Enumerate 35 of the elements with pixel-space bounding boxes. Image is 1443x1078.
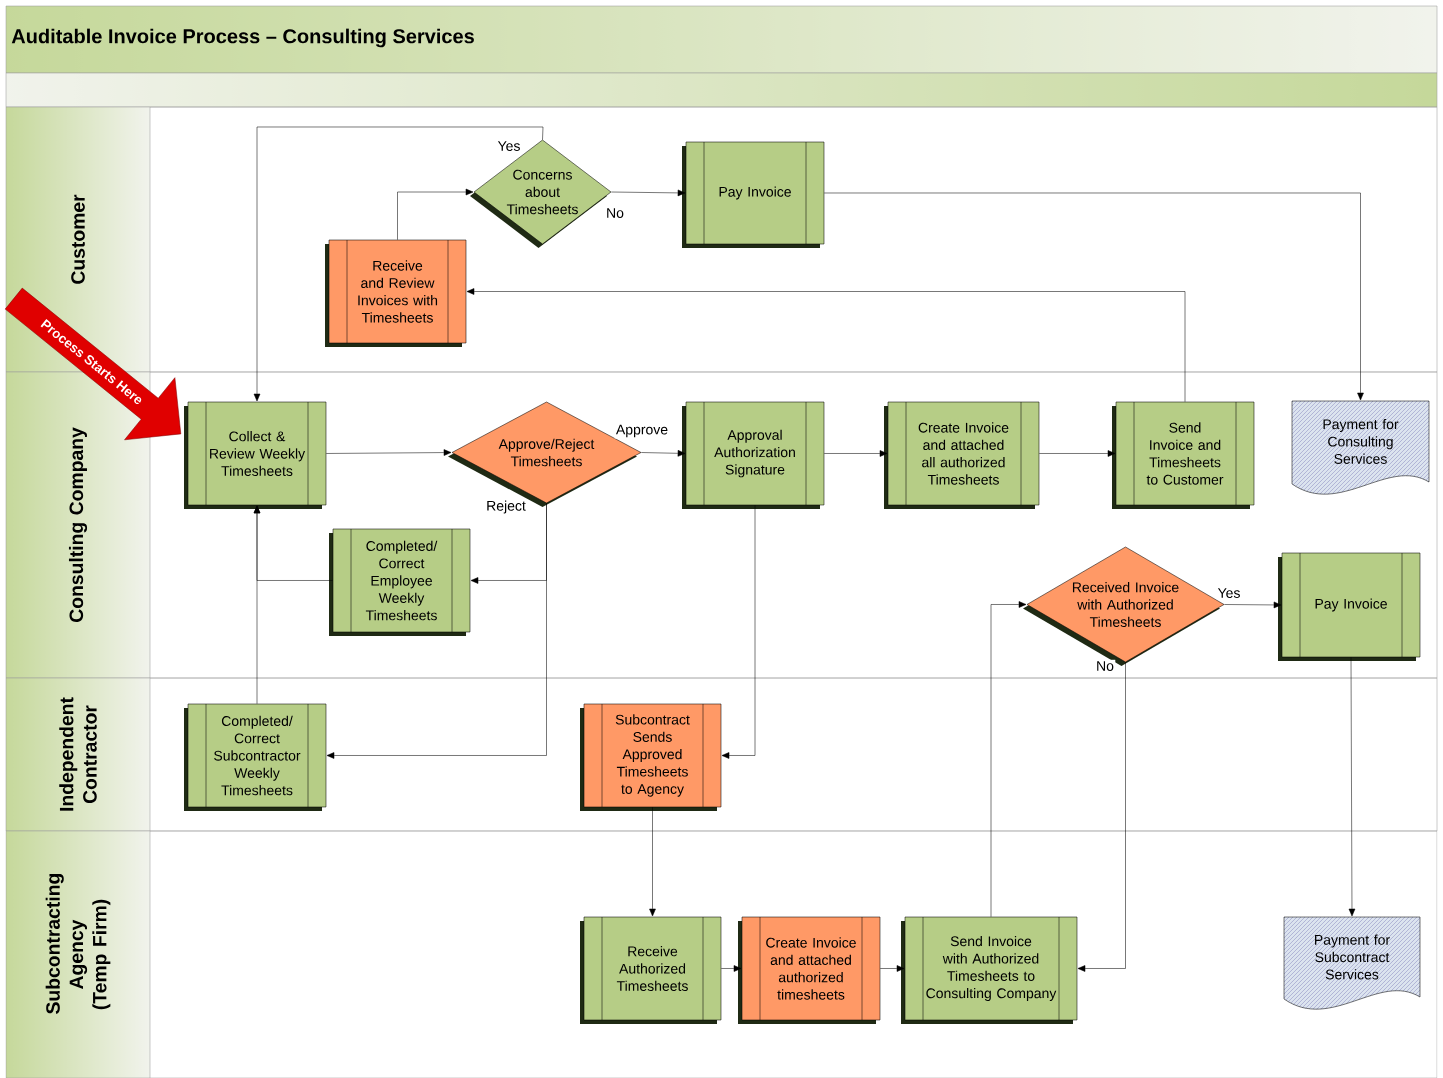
arrow — [1077, 662, 1126, 972]
arrow — [721, 505, 756, 759]
arrow — [326, 503, 547, 759]
arrow — [880, 965, 905, 972]
process-box: Approval Authorization Signature — [682, 401, 825, 509]
process-box: Completed/ Correct Employee Weekly Timesheets — [329, 528, 471, 636]
arrow — [990, 601, 1027, 917]
arrow — [1039, 450, 1116, 457]
arrow — [1224, 601, 1282, 609]
process-box: Collect & Review Weekly Timesheets — [184, 401, 327, 509]
arrow — [611, 189, 686, 197]
process-box: Receive Authorized Timesheets — [580, 916, 722, 1024]
arrow — [721, 965, 742, 972]
process-box: Send Invoice and Timesheets to Customer — [1112, 401, 1255, 509]
arrow — [466, 288, 1186, 402]
arrow — [824, 450, 888, 457]
arrow — [824, 192, 1364, 401]
arrow — [641, 450, 686, 457]
process-box: Create Invoice and attached authorized timesheets — [738, 916, 881, 1024]
process-box: Send Invoice with Authorized Timesheets to Consulting Company — [901, 916, 1078, 1024]
arrow — [1348, 657, 1356, 917]
process-box: Pay Invoice — [1278, 552, 1421, 661]
edge-label: Approve — [614, 423, 670, 439]
edge-label: Yes — [496, 139, 522, 153]
arrow — [649, 807, 656, 917]
process-box: Pay Invoice — [682, 141, 825, 248]
process-box: Receive and Review Invoices with Timesheets — [325, 239, 467, 347]
arrow — [253, 126, 544, 402]
arrow — [253, 505, 261, 704]
process-box: Completed/ Correct Subcontractor Weekly Timesheets — [184, 703, 327, 811]
arrow — [326, 449, 452, 456]
arrow — [397, 188, 474, 240]
process-box: Subcontract Sends Approved Timesheets to Agency — [580, 703, 722, 811]
process-box: Create Invoice and attached all authorized Timesheets — [884, 401, 1040, 509]
edge-label: No — [1094, 659, 1116, 673]
